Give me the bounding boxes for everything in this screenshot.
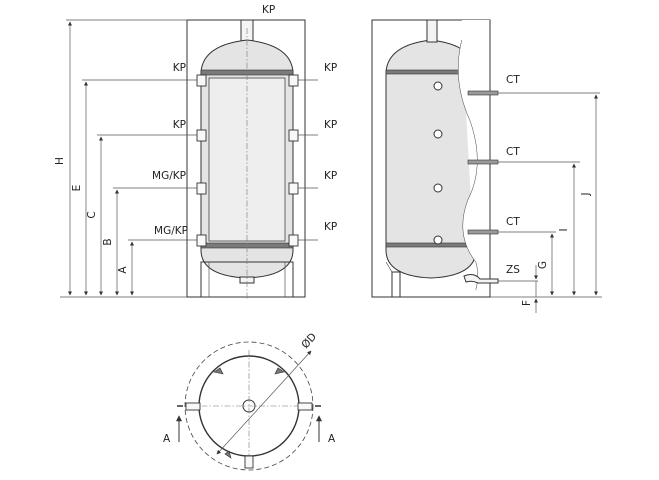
side-top-connection <box>426 19 438 43</box>
svg-text:E: E <box>71 185 83 192</box>
label-top-kp: KP <box>262 4 275 16</box>
svg-text:A: A <box>117 266 129 274</box>
dimension-j: J <box>580 94 599 296</box>
sensor-holes <box>433 81 443 245</box>
dimension-i: I <box>558 163 577 296</box>
dimension-h: H <box>54 19 187 296</box>
insulation-circle <box>184 341 314 471</box>
label-left-port-1: KP <box>173 62 186 74</box>
svg-text:G: G <box>537 261 549 269</box>
label-right-port-3: KP <box>324 170 337 182</box>
label-right-port-1: KP <box>324 62 337 74</box>
dimension-b: B <box>102 187 178 296</box>
label-section-a-left: A <box>163 433 171 445</box>
svg-text:F: F <box>521 300 533 306</box>
label-ct-2: CT <box>506 146 520 158</box>
svg-text:H: H <box>54 157 66 165</box>
dimension-c: C <box>86 134 178 296</box>
label-ct-3: CT <box>506 216 520 228</box>
side-view: CT CT CT ZS J I G F <box>371 19 602 313</box>
label-left-port-2: KP <box>173 119 186 131</box>
svg-text:J: J <box>580 192 592 196</box>
front-view: KP KP KP MG/KP MG/KP KP KP KP KP H E C B <box>54 4 337 300</box>
plan-view: ØD A A <box>163 331 336 471</box>
label-right-port-4: KP <box>324 221 337 233</box>
svg-text:I: I <box>558 228 570 231</box>
svg-text:C: C <box>86 211 98 218</box>
label-left-port-3: MG/KP <box>152 170 186 182</box>
label-zs: ZS <box>506 264 520 276</box>
label-right-port-2: KP <box>324 119 337 131</box>
label-left-port-4: MG/KP <box>154 225 188 237</box>
label-ct-1: CT <box>506 74 520 86</box>
dimension-g: G <box>537 233 555 296</box>
section-marker-right: A <box>315 405 336 445</box>
diameter-line <box>216 350 312 455</box>
svg-text:B: B <box>102 238 114 245</box>
right-ports <box>288 74 299 247</box>
section-marker-left: A <box>163 405 183 445</box>
dimension-e: E <box>71 79 178 296</box>
dimension-a: A <box>117 239 178 296</box>
left-ports <box>196 74 207 247</box>
zs-port <box>463 274 499 284</box>
label-diameter: ØD <box>299 331 319 351</box>
label-section-a-right: A <box>328 433 336 445</box>
dimension-f: F <box>521 265 539 313</box>
